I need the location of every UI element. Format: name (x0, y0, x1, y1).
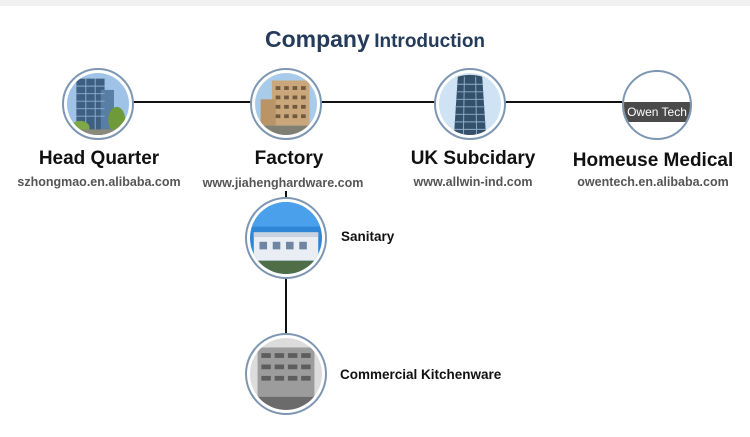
uk-subsidiary-url[interactable]: www.allwin-ind.com (413, 175, 533, 189)
head-quarter-photo[interactable] (62, 68, 134, 140)
sanitary-photo[interactable] (245, 197, 327, 279)
homeuse-medical-label: Homeuse Medical (572, 150, 734, 171)
kitchenware-plant-image (250, 338, 322, 410)
sanitary-label: Sanitary (341, 229, 395, 244)
page-title: Company Introduction (0, 26, 750, 53)
factory-building-image (255, 73, 317, 135)
uk-subsidiary-photo[interactable] (434, 68, 506, 140)
head-quarter-url[interactable]: szhongmao.en.alibaba.com (17, 175, 181, 189)
homeuse-medical-url[interactable]: owentech.en.alibaba.com (577, 175, 729, 189)
factory-label: Factory (254, 148, 324, 169)
factory-url[interactable]: www.jiahenghardware.com (202, 176, 364, 190)
glass-tower-image (439, 73, 501, 135)
title-company: Company (264, 26, 370, 52)
connector-factory-uk (320, 101, 436, 103)
office-tower-image (67, 73, 129, 135)
connector-sanitary-kitchenware (285, 275, 287, 335)
kitchenware-photo[interactable] (245, 333, 327, 415)
title-introduction: Introduction (374, 31, 486, 52)
head-quarter-label: Head Quarter (38, 148, 160, 169)
factory-photo[interactable] (250, 68, 322, 140)
homeuse-medical-logo[interactable]: Owen Tech (622, 70, 692, 140)
owen-tech-logo-text: Owen Tech (624, 102, 690, 122)
connector-uk-medical (504, 101, 626, 103)
kitchenware-label: Commercial Kitchenware (340, 367, 502, 382)
connector-hq-factory (132, 101, 252, 103)
connector-factory-sanitary (285, 191, 287, 201)
uk-subsidiary-label: UK Subcidary (410, 148, 536, 169)
sanitary-plant-image (250, 202, 322, 274)
top-strip (0, 0, 750, 6)
